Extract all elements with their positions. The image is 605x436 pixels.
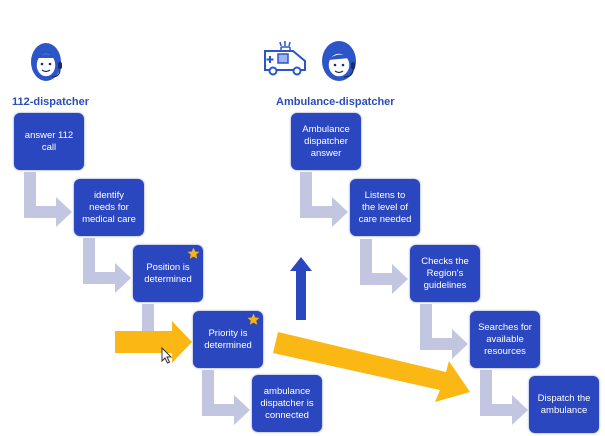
connector-arrow [420, 304, 468, 359]
connector-arrow [480, 370, 528, 425]
connector-arrow [360, 239, 408, 294]
connector-arrow [202, 370, 250, 425]
step-answer-112-call: answer 112 call [14, 113, 84, 170]
step-identify-needs: identify needs for medical care [74, 179, 144, 236]
cursor-icon [161, 347, 173, 364]
connector-arrow [300, 172, 348, 227]
up-arrow [290, 257, 312, 320]
ambulance-icon [264, 41, 306, 76]
role-title-112: 112-dispatcher [12, 96, 90, 108]
highlight-arrow-priority [115, 321, 192, 363]
step-ambulance-dispatcher-connected: ambulance dispatcher is connected [252, 375, 322, 432]
step-searches-resources: Searches for available resources [470, 311, 540, 368]
step-checks-guidelines: Checks the Region's guidelines [410, 245, 480, 302]
headset-operator-icon [31, 43, 62, 81]
connector-arrow [24, 172, 72, 227]
connector-arrow [83, 238, 131, 293]
highlight-arrow-dispatch [273, 332, 470, 402]
star-icon [187, 247, 200, 259]
step-dispatch-ambulance: Dispatch the ambulance [529, 376, 599, 433]
connector-arrows [24, 172, 528, 425]
step-priority-determined: Priority is determined [193, 311, 263, 368]
role-title-ambulance: Ambulance-dispatcher [276, 96, 395, 108]
step-position-determined: Position is determined [133, 245, 203, 302]
step-listens-care-level: Listens to the level of care needed [350, 179, 420, 236]
connector-arrow [142, 304, 154, 334]
headset-operator-icon [322, 41, 356, 81]
step-ambulance-dispatcher-answer: Ambulance dispatcher answer [291, 113, 361, 170]
star-icon [247, 313, 260, 325]
